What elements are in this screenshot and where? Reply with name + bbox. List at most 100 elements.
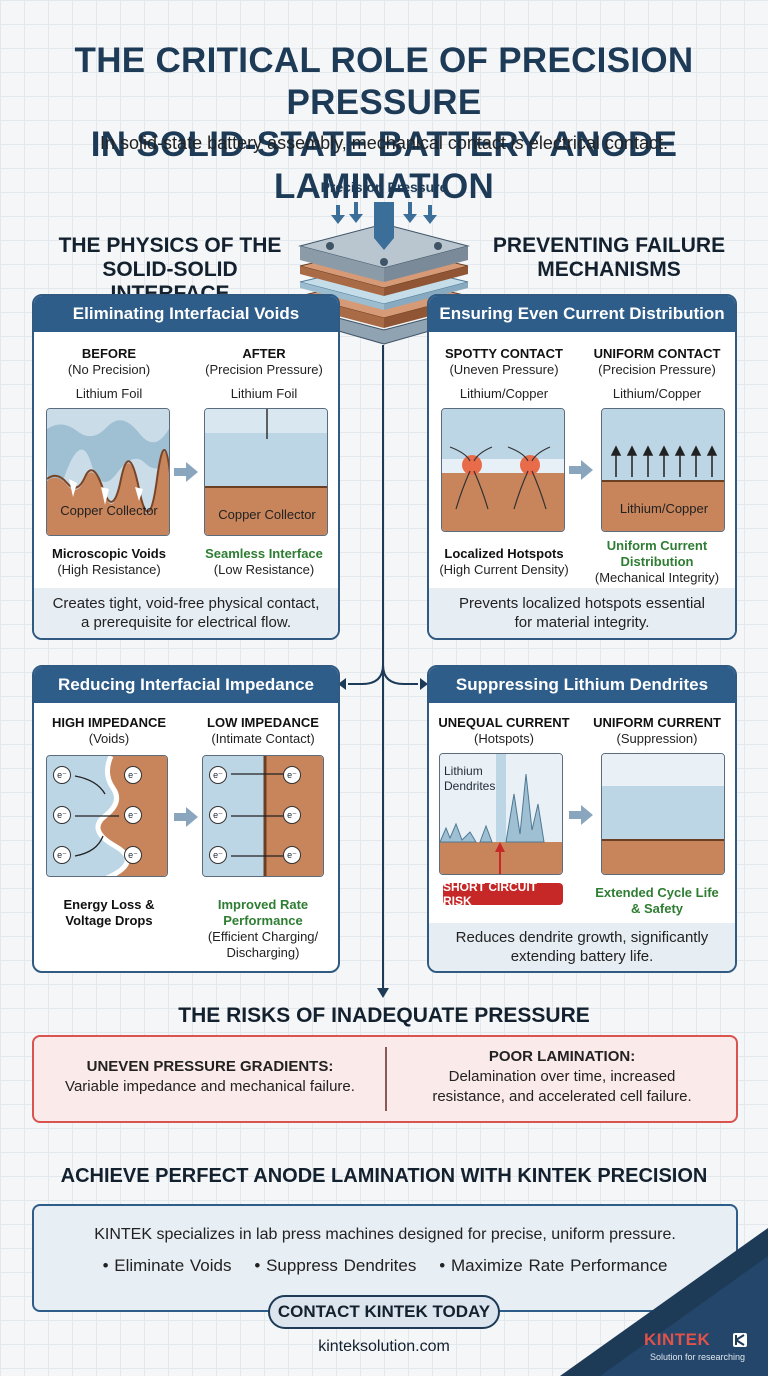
electron-icon: e⁻ bbox=[209, 766, 227, 784]
cycle-life-caption-1: Extended Cycle Life bbox=[595, 885, 719, 900]
hotspot-graphic bbox=[442, 409, 564, 531]
foil-label-before: Lithium Foil bbox=[75, 386, 143, 401]
panel-title: Ensuring Even Current Distribution bbox=[429, 296, 735, 332]
uniform-tile: Lithium/Copper bbox=[601, 408, 725, 532]
suppression-tile bbox=[601, 753, 725, 875]
dendrite-label: Lithium Dendrites bbox=[444, 764, 496, 793]
hotspots-caption-sub: (High Current Density) bbox=[439, 562, 569, 577]
panel-eliminating-voids: Eliminating Interfacial Voids BEFORE (No… bbox=[32, 294, 340, 640]
rate-caption-sub-1: (Efficient Charging/ bbox=[207, 929, 319, 944]
uniform-heading: UNIFORM CONTACT bbox=[593, 346, 721, 361]
spotty-subheading: (Uneven Pressure) bbox=[449, 362, 559, 377]
panel-current-distribution: Ensuring Even Current Distribution SPOTT… bbox=[427, 294, 737, 640]
spotty-tile bbox=[441, 408, 565, 532]
bullet-rate-performance: • Maximize Rate Performance bbox=[439, 1256, 668, 1275]
press-label: Precision Pressure bbox=[320, 179, 448, 195]
dendrite-graphic bbox=[440, 754, 562, 874]
before-subheading: (No Precision) bbox=[67, 362, 151, 377]
material-label-right: Lithium/Copper bbox=[612, 386, 702, 401]
seamless-interface-graphic bbox=[205, 409, 327, 535]
hotspots-caption: Localized Hotspots bbox=[444, 546, 564, 561]
bullet-eliminate-voids: • Eliminate Voids bbox=[102, 1256, 232, 1275]
after-subheading: (Precision Pressure) bbox=[205, 362, 323, 377]
uniform-current-heading: UNIFORM CURRENT bbox=[593, 715, 721, 730]
electron-icon: e⁻ bbox=[283, 806, 301, 824]
brand-logo: KINTEK bbox=[644, 1330, 711, 1349]
cta-heading: ACHIEVE PERFECT ANODE LAMINATION WITH KI… bbox=[60, 1165, 708, 1187]
brand-mark-icon bbox=[733, 1333, 747, 1347]
arrow-right-icon bbox=[569, 460, 593, 480]
rate-caption-2: Performance bbox=[223, 913, 303, 928]
material-label-left: Lithium/Copper bbox=[459, 386, 549, 401]
unequal-heading: UNEQUAL CURRENT bbox=[438, 715, 570, 730]
low-impedance-subheading: (Intimate Contact) bbox=[211, 731, 315, 746]
failure-heading: PREVENTING FAILURE MECHANISMS bbox=[492, 234, 726, 281]
title-line-1: THE CRITICAL ROLE OF PRECISION PRESSURE bbox=[74, 41, 694, 122]
arrow-right-icon bbox=[174, 807, 198, 827]
uniform-current-subheading: (Suppression) bbox=[616, 731, 698, 746]
risk-poor-lamination: POOR LAMINATION: Delamination over time,… bbox=[432, 1048, 692, 1105]
bullet-suppress-dendrites: • Suppress Dendrites bbox=[254, 1256, 417, 1275]
electron-icon: e⁻ bbox=[124, 806, 142, 824]
panel-dendrites: Suppressing Lithium Dendrites UNEQUAL CU… bbox=[427, 665, 737, 973]
cta-text: KINTEK specializes in lab press machines… bbox=[94, 1226, 676, 1243]
electron-icon: e⁻ bbox=[283, 846, 301, 864]
electron-icon: e⁻ bbox=[283, 766, 301, 784]
low-impedance-heading: LOW IMPEDANCE bbox=[207, 715, 319, 730]
uniform-caption-1: Uniform Current bbox=[606, 538, 708, 553]
spotty-heading: SPOTTY CONTACT bbox=[445, 346, 563, 361]
copper-label-before: Copper Collector bbox=[60, 503, 158, 518]
before-heading: BEFORE bbox=[81, 346, 137, 361]
risk-divider bbox=[385, 1047, 387, 1111]
brand-tagline: Solution for researching bbox=[650, 1352, 746, 1362]
panel-title: Eliminating Interfacial Voids bbox=[34, 296, 338, 332]
risk-uneven-pressure: UNEVEN PRESSURE GRADIENTS: Variable impe… bbox=[65, 1058, 355, 1095]
rough-interface-graphic bbox=[47, 409, 169, 535]
after-tile: Copper Collector bbox=[204, 408, 328, 536]
before-tile: Copper Collector bbox=[46, 408, 170, 536]
rate-caption-1: Improved Rate bbox=[217, 897, 309, 912]
title-line-2: IN SOLID-STATE BATTERY ANODE LAMINATION bbox=[90, 125, 678, 206]
risks-box: UNEVEN PRESSURE GRADIENTS: Variable impe… bbox=[32, 1035, 738, 1123]
high-impedance-heading: HIGH IMPEDANCE bbox=[51, 715, 167, 730]
brand-mark-glyph bbox=[735, 1334, 745, 1346]
energy-loss-caption-2: Voltage Drops bbox=[65, 913, 153, 928]
arrow-right-icon bbox=[174, 462, 198, 482]
electron-icon: e⁻ bbox=[53, 846, 71, 864]
rate-caption-sub-2: Discharging) bbox=[226, 945, 300, 960]
energy-loss-caption-1: Energy Loss & bbox=[63, 897, 155, 912]
risks-heading: THE RISKS OF INADEQUATE PRESSURE bbox=[178, 1004, 590, 1027]
voids-caption-sub: (High Resistance) bbox=[57, 562, 161, 577]
foil-label-after: Lithium Foil bbox=[230, 386, 298, 401]
uniform-current-graphic bbox=[602, 409, 724, 531]
unequal-subheading: (Hotspots) bbox=[474, 731, 534, 746]
uniform-caption-sub: (Mechanical Integrity) bbox=[594, 570, 720, 585]
panel-summary: Creates tight, void-free physical contac… bbox=[34, 588, 338, 638]
arrow-right-icon bbox=[569, 805, 593, 825]
panel-title: Suppressing Lithium Dendrites bbox=[429, 667, 735, 703]
physics-heading: THE PHYSICS OF THE SOLID-SOLID INTERFACE bbox=[58, 234, 282, 305]
panel-title: Reducing Interfacial Impedance bbox=[34, 667, 338, 703]
website-link[interactable]: kinteksolution.com bbox=[318, 1338, 450, 1355]
electron-icon: e⁻ bbox=[53, 766, 71, 784]
cycle-life-caption-2: & Safety bbox=[630, 901, 684, 916]
electron-icon: e⁻ bbox=[209, 806, 227, 824]
electron-icon: e⁻ bbox=[124, 846, 142, 864]
seamless-caption: Seamless Interface bbox=[205, 546, 323, 561]
electron-icon: e⁻ bbox=[124, 766, 142, 784]
dendrite-tile: Lithium Dendrites bbox=[439, 753, 563, 875]
seamless-caption-sub: (Low Resistance) bbox=[213, 562, 315, 577]
electron-icon: e⁻ bbox=[209, 846, 227, 864]
uniform-subheading: (Precision Pressure) bbox=[598, 362, 716, 377]
suppression-graphic bbox=[602, 754, 724, 874]
after-heading: AFTER bbox=[242, 346, 286, 361]
high-impedance-subheading: (Voids) bbox=[88, 731, 130, 746]
electron-icon: e⁻ bbox=[53, 806, 71, 824]
contact-kintek-button[interactable]: CONTACT KINTEK TODAY bbox=[268, 1295, 500, 1329]
short-circuit-badge: SHORT CIRCUIT RISK bbox=[443, 880, 563, 908]
copper-label-after: Copper Collector bbox=[218, 507, 316, 522]
